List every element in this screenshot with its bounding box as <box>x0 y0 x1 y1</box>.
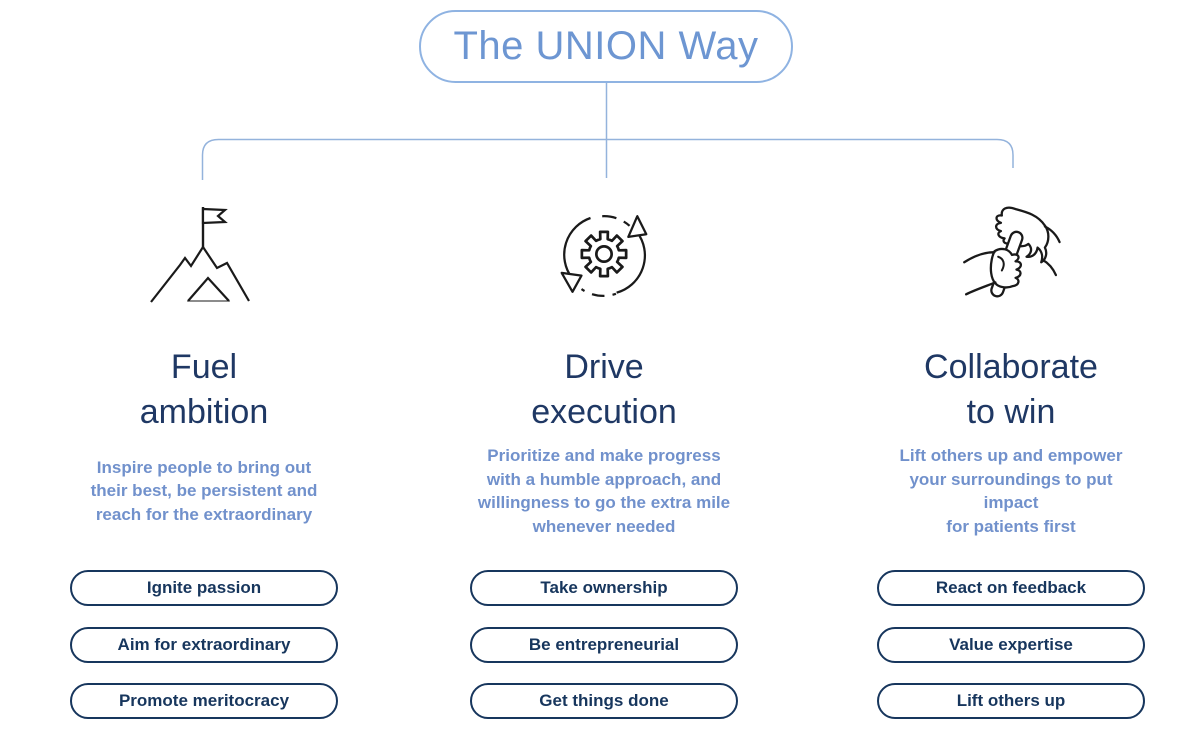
column-heading: Fuel ambition <box>139 348 269 431</box>
column-collaborate-to-win: Collaborate to win Lift others up and em… <box>861 200 1161 740</box>
column-heading: Collaborate to win <box>924 348 1098 431</box>
value-pill: Ignite passion <box>70 570 338 606</box>
value-pill: Take ownership <box>470 570 738 606</box>
value-pill: Lift others up <box>877 683 1145 719</box>
value-pill: React on feedback <box>877 570 1145 606</box>
value-pill: Value expertise <box>877 626 1145 663</box>
connector-bracket <box>201 138 1014 180</box>
value-pill: Be entrepreneurial <box>470 626 738 663</box>
value-pill: Promote meritocracy <box>70 683 338 719</box>
value-pill-list: Ignite passion Aim for extraordinary Pro… <box>70 570 338 740</box>
column-drive-execution: Drive execution Prioritize and make prog… <box>454 200 754 740</box>
column-description: Prioritize and make progress with a humb… <box>477 446 731 536</box>
value-pill-list: React on feedback Value expertise Lift o… <box>877 570 1145 740</box>
connector-lines <box>201 83 1014 180</box>
relay-baton-handoff-icon <box>960 200 1062 308</box>
column-description: Lift others up and empower your surround… <box>899 446 1123 536</box>
column-heading: Drive execution <box>531 348 677 431</box>
value-pill: Aim for extraordinary <box>70 626 338 663</box>
value-pill: Get things done <box>470 683 738 719</box>
value-pill-list: Take ownership Be entrepreneurial Get th… <box>470 570 738 740</box>
mountain-flag-icon <box>149 200 259 308</box>
diagram-title-label: The UNION Way <box>453 24 759 68</box>
column-description: Inspire people to bring out their best, … <box>90 457 318 524</box>
gear-cycle-arrows-icon <box>549 200 659 308</box>
diagram-title: The UNION Way <box>419 10 793 83</box>
column-fuel-ambition: Fuel ambition Inspire people to bring ou… <box>54 200 354 740</box>
